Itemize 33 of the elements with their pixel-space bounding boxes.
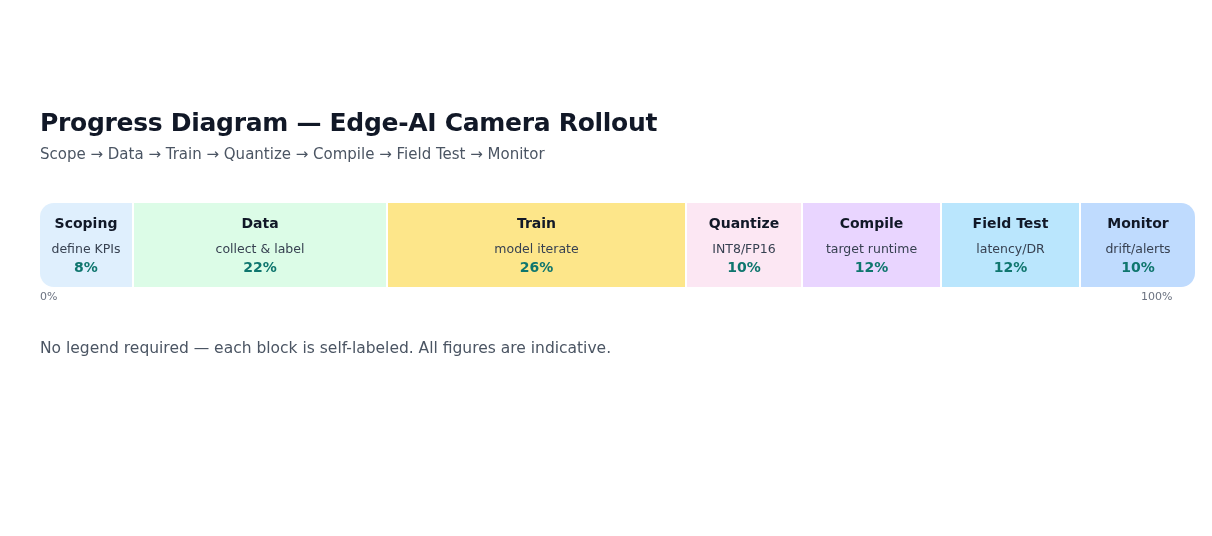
progress-segment: [388, 203, 685, 287]
diagram-title: Progress Diagram — Edge-AI Camera Rollout: [40, 108, 658, 137]
stage-name: Train: [516, 215, 557, 231]
stage-name: Data: [241, 215, 279, 231]
caption: No legend required — each block is self-labeled. All figures are indicative.: [40, 339, 612, 357]
stage-name: Field Test: [972, 215, 1049, 231]
stage-description: target runtime: [825, 241, 918, 256]
stage-description: define KPIs: [51, 241, 121, 256]
progress-segment: [1081, 203, 1195, 287]
stage-description: latency/DR: [976, 241, 1045, 256]
progress-segment: [942, 203, 1079, 287]
stage-percentage: 10%: [727, 259, 761, 275]
stage-percentage: 22%: [243, 259, 277, 275]
stage-percentage: 12%: [993, 259, 1028, 275]
stage-percentage: 10%: [1121, 259, 1155, 275]
stage-description: INT8/FP16: [712, 241, 776, 256]
scale-label: 100%: [1141, 290, 1173, 303]
stage-percentage: 12%: [854, 259, 889, 275]
subtitle: Scope → Data → Train → Quantize → Compile → Field Test → Monitor: [40, 145, 545, 163]
stage-name: Monitor: [1107, 215, 1169, 231]
stage-description: drift/alerts: [1105, 241, 1171, 256]
stage-name: Compile: [839, 215, 904, 231]
stage-description: collect & label: [215, 241, 305, 256]
progress-segment: [687, 203, 801, 287]
progress-segment: [803, 203, 940, 287]
stage-percentage: 26%: [519, 259, 554, 275]
progress-segment: [134, 203, 386, 287]
stage-percentage: 8%: [74, 259, 98, 275]
stage-description: model iterate: [494, 241, 579, 256]
progress-segment: [40, 203, 132, 287]
scale-label: 0%: [40, 290, 58, 303]
stage-name: Scoping: [54, 215, 118, 231]
stage-name: Quantize: [708, 215, 780, 231]
